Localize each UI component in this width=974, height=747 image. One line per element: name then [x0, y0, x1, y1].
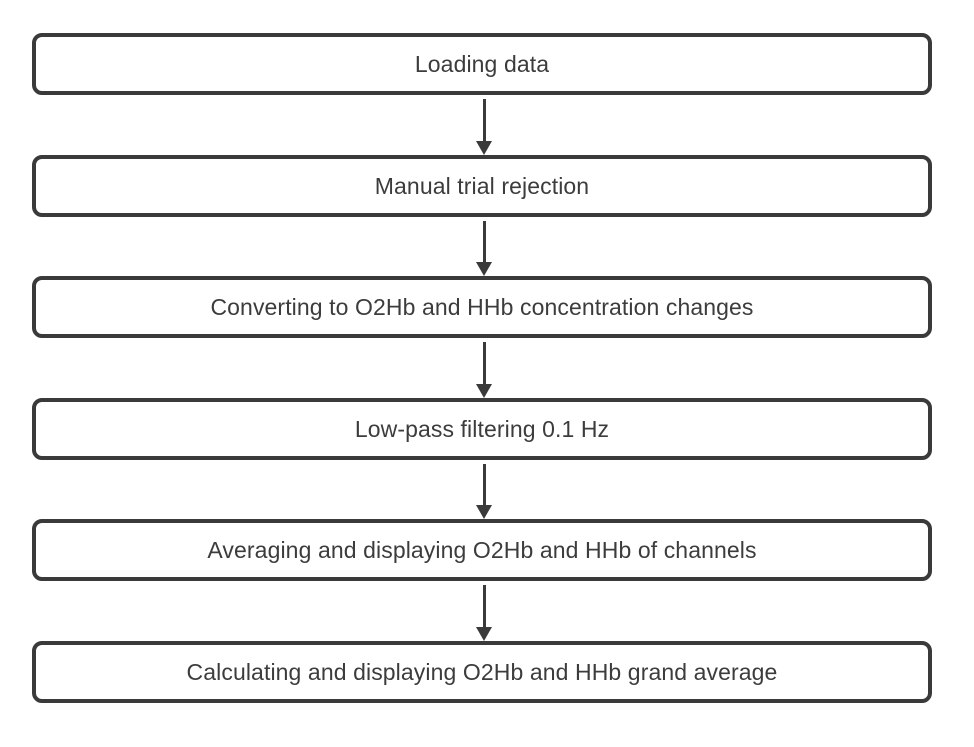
step-label: Loading data [414, 50, 550, 77]
arrow-down-icon [476, 342, 492, 398]
step-low-pass-filtering: Low-pass filtering 0.1 Hz [32, 398, 932, 460]
step-loading-data: Loading data [32, 33, 932, 95]
step-label: Converting to O2Hb and HHb concentration… [210, 293, 754, 320]
step-manual-trial-rejection: Manual trial rejection [32, 155, 932, 217]
arrow-down-icon [476, 221, 492, 276]
arrow-down-icon [476, 99, 492, 155]
step-label: Manual trial rejection [374, 172, 590, 199]
arrow-down-icon [476, 464, 492, 519]
step-label: Averaging and displaying O2Hb and HHb of… [207, 536, 757, 563]
step-converting-concentration: Converting to O2Hb and HHb concentration… [32, 276, 932, 338]
step-label: Calculating and displaying O2Hb and HHb … [186, 658, 778, 685]
arrow-down-icon [476, 585, 492, 641]
step-label: Low-pass filtering 0.1 Hz [354, 415, 610, 442]
step-grand-average: Calculating and displaying O2Hb and HHb … [32, 641, 932, 703]
step-averaging-channels: Averaging and displaying O2Hb and HHb of… [32, 519, 932, 581]
